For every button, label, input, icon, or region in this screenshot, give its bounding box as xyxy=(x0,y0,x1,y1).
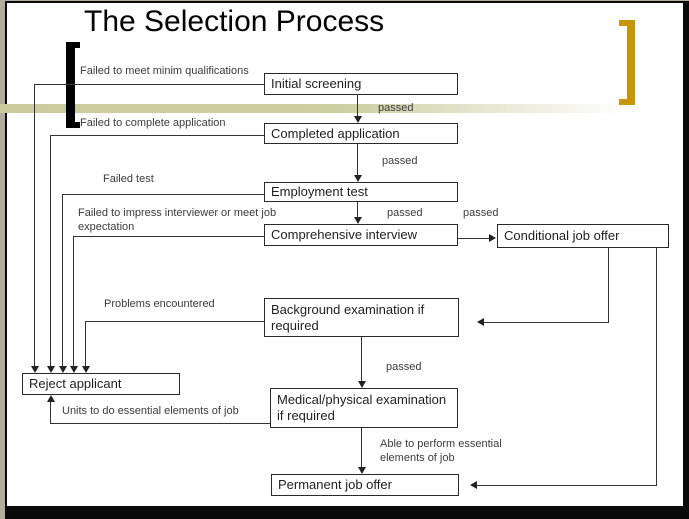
node-background-examination: Background examination if required xyxy=(264,298,459,337)
arrowhead xyxy=(70,366,78,373)
edge-label-fail-test: Failed test xyxy=(103,173,154,185)
arrowhead xyxy=(477,318,484,326)
arrowhead xyxy=(470,481,477,489)
fail-path-line xyxy=(85,321,86,366)
fail-path-line xyxy=(73,236,74,366)
edge-label-passed: passed xyxy=(382,155,418,167)
edge-label-passed: passed xyxy=(386,361,422,373)
edge-label-problems: Problems encountered xyxy=(104,298,215,310)
edge-label-able: Able to perform essential elements of jo… xyxy=(380,438,502,464)
arrowhead xyxy=(354,217,362,224)
edge-label-fail-minim: Failed to meet minim qualifications xyxy=(80,65,249,77)
edge-label-units: Units to do essential elements of job xyxy=(62,405,239,417)
fail-path-line xyxy=(50,135,51,366)
arrowhead xyxy=(489,234,496,242)
node-completed-application: Completed application xyxy=(264,123,458,144)
offer-path-line xyxy=(484,322,609,323)
node-initial-screening: Initial screening xyxy=(264,73,458,95)
node-comprehensive-interview: Comprehensive interview xyxy=(264,224,458,246)
offer-path-line xyxy=(656,248,657,485)
arrowhead xyxy=(47,395,55,402)
edge-label-passed: passed xyxy=(463,207,499,219)
arrowhead xyxy=(358,467,366,474)
fail-path-line xyxy=(85,321,264,322)
fail-path-line xyxy=(62,194,63,366)
units-path-line xyxy=(50,401,51,423)
arrowhead xyxy=(59,366,67,373)
arrowhead xyxy=(47,366,55,373)
offer-path-line xyxy=(458,238,490,239)
arrowhead xyxy=(354,175,362,182)
passed-arrow-line xyxy=(357,144,358,175)
right-bracket-shape xyxy=(619,20,635,105)
arrowhead xyxy=(82,366,90,373)
passed-arrow-line xyxy=(361,337,362,381)
node-medical-examination: Medical/physical examination if required xyxy=(270,388,458,428)
node-employment-test: Employment test xyxy=(264,182,458,202)
node-permanent-job-offer: Permanent job offer xyxy=(271,474,459,496)
fail-path-line xyxy=(62,194,264,195)
page-title: The Selection Process xyxy=(84,5,385,38)
edge-label-fail-complete: Failed to complete application xyxy=(80,117,226,129)
offer-path-line xyxy=(608,248,609,322)
fail-path-line xyxy=(34,84,264,85)
fail-path-line xyxy=(34,84,35,366)
units-path-line xyxy=(50,423,270,424)
edge-label-passed: passed xyxy=(387,207,423,219)
fail-path-line xyxy=(50,135,264,136)
edge-label-passed: passed xyxy=(378,102,414,114)
node-reject-applicant: Reject applicant xyxy=(22,373,180,395)
left-bracket-shape xyxy=(66,42,80,128)
able-arrow-line xyxy=(361,428,362,467)
edge-label-fail-impress: Failed to impress interviewer or meet jo… xyxy=(78,207,277,233)
arrowhead xyxy=(358,381,366,388)
offer-path-line xyxy=(477,485,657,486)
arrowhead xyxy=(354,116,362,123)
fail-path-line xyxy=(73,236,264,237)
arrowhead xyxy=(31,366,39,373)
passed-arrow-line xyxy=(357,95,358,117)
passed-arrow-line xyxy=(357,202,358,217)
accent-band xyxy=(0,104,625,113)
node-conditional-job-offer: Conditional job offer xyxy=(497,224,669,248)
